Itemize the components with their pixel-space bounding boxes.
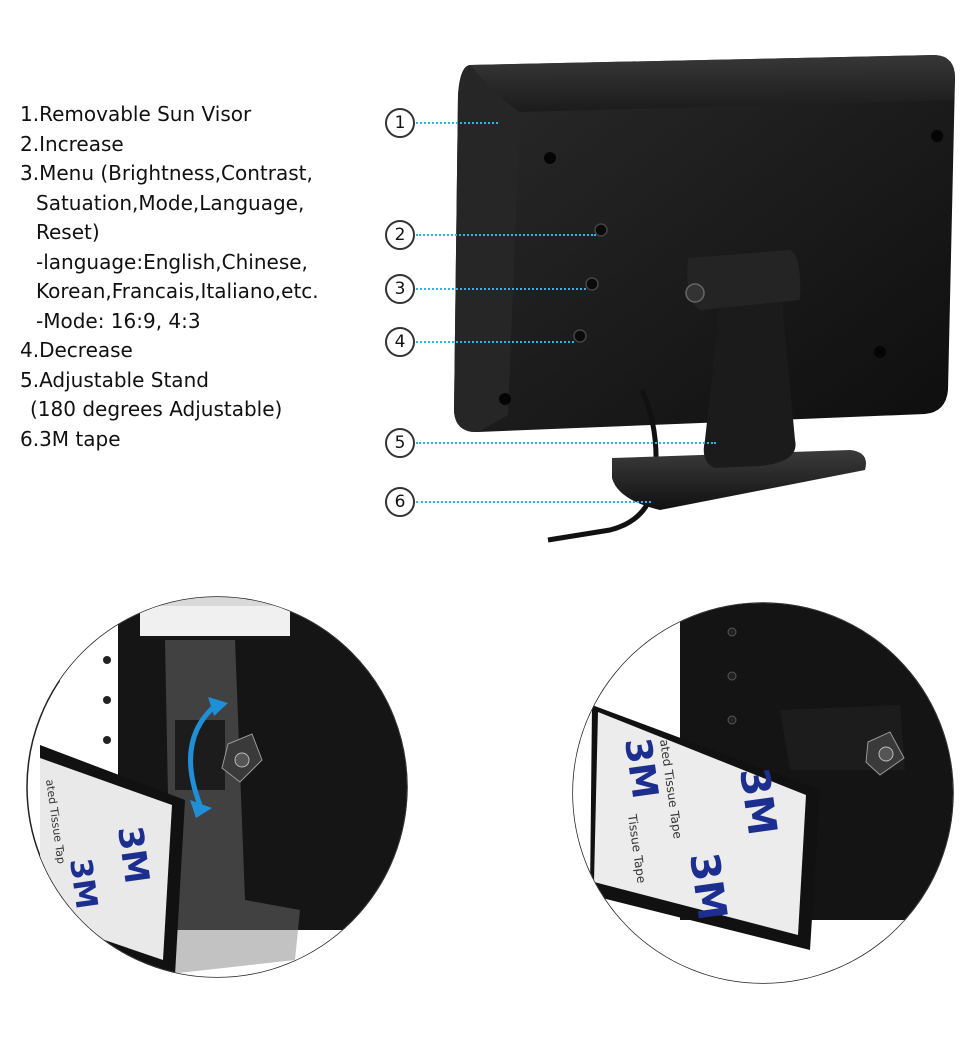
feature-stand-degrees: (180 degrees Adjustable): [30, 397, 283, 421]
screw-hole: [874, 346, 886, 358]
feature-language: -language:English,Chinese,: [36, 249, 308, 274]
monitor-back-view: [454, 55, 955, 543]
rotate-arrow-icon: [188, 703, 218, 806]
leader-line-5: [416, 442, 716, 444]
tape-logo-right-3: 3M: [680, 850, 735, 923]
feature-menu-reset: Reset): [36, 220, 100, 244]
feature-increase: 2.Increase: [20, 131, 124, 156]
hinge-knob: [685, 283, 705, 303]
callout-3: 3: [385, 274, 415, 304]
tape-logo-left: 3M: [109, 824, 157, 887]
leader-line-6: [416, 501, 651, 503]
callout-1: 1: [385, 108, 415, 138]
screw-hole: [544, 152, 556, 164]
feature-adjustable-stand: 5.Adjustable Stand: [20, 367, 209, 392]
tape-logo-right-1: 3M: [616, 736, 665, 802]
stand-rotation-detail: 3M 3M ated Tissue Tap: [40, 597, 407, 977]
feature-3m-tape: 6.3M tape: [20, 426, 121, 451]
callout-4: 4: [385, 327, 415, 357]
screw-hole: [499, 393, 511, 405]
feature-list: 1.Removable Sun Visor 2.Increase 3.Menu …: [20, 100, 350, 454]
leader-line-2: [416, 234, 596, 236]
monitor-left-edge: [454, 65, 520, 433]
feature-decrease: 4.Decrease: [20, 338, 133, 362]
tape-logo-left-2: 3M: [62, 856, 104, 911]
sun-visor-edge: [470, 55, 955, 112]
leader-line-4: [416, 341, 574, 343]
callout-6: 6: [385, 487, 415, 517]
feature-mode: -Mode: 16:9, 4:3: [36, 308, 201, 333]
menu-button: [585, 277, 599, 291]
feature-menu: 3.Menu (Brightness,Contrast,: [20, 161, 313, 185]
feature-language-cont: Korean,Francais,Italiano,etc.: [36, 279, 319, 303]
callout-2: 2: [385, 220, 415, 250]
feature-menu-cont: Satuation,Mode,Language,: [36, 190, 305, 215]
stand-base: [612, 450, 866, 510]
tape-logo-right-2: 3M: [730, 765, 785, 838]
leader-line-1: [416, 122, 498, 124]
stand-neck: [703, 280, 796, 468]
feature-removable-sun-visor: 1.Removable Sun Visor: [20, 102, 252, 126]
decrease-button: [573, 329, 587, 343]
increase-button: [594, 223, 608, 237]
tape-mount-detail: 3M 3M 3M ated Tissue Tape Tissue Tape: [573, 603, 953, 983]
callout-5: 5: [385, 428, 415, 458]
leader-line-3: [416, 288, 586, 290]
screw-hole: [931, 130, 943, 142]
stand-hinge: [687, 250, 801, 310]
